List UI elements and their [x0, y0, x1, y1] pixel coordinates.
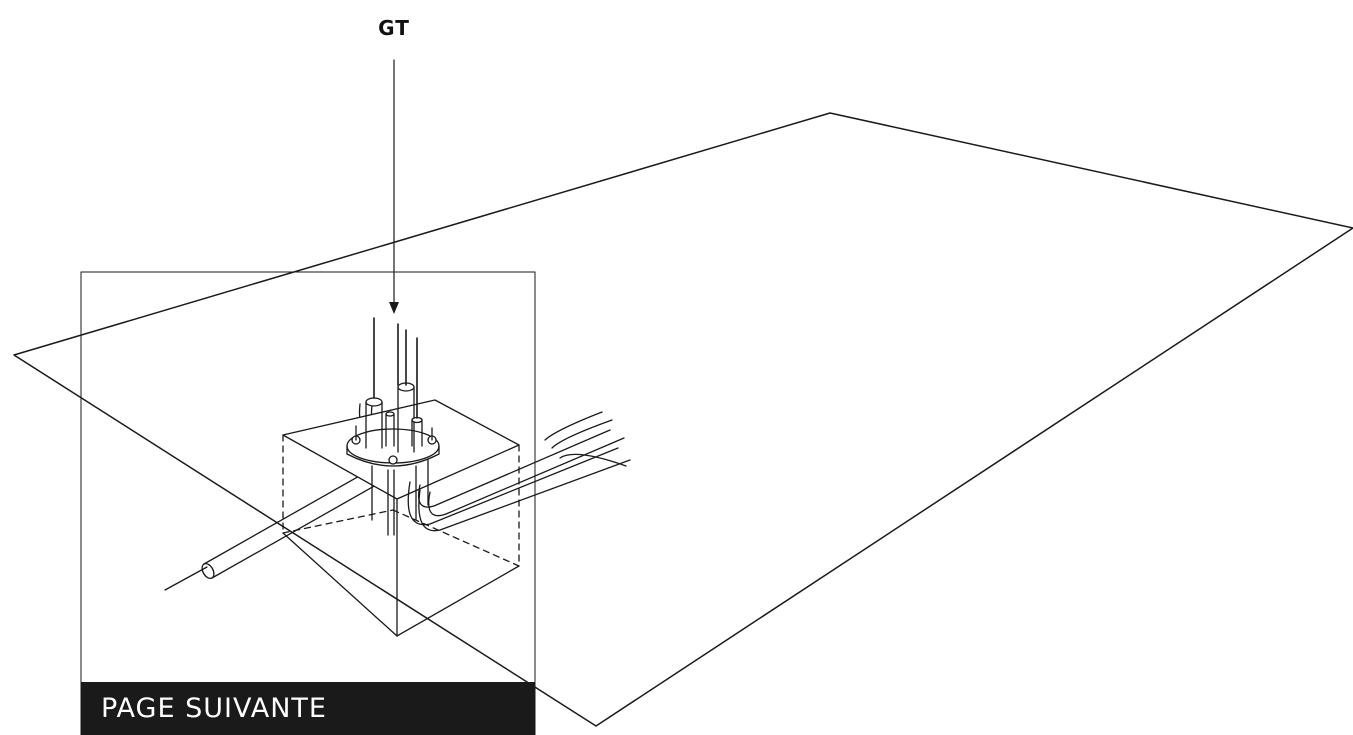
ground-plane: [13, 112, 1353, 727]
vertical-tubes: [365, 382, 423, 453]
flange-bolts: [351, 425, 437, 465]
grounding-rods: [373, 317, 418, 419]
arrow-down-icon: [389, 59, 399, 314]
callout-label-gt: GT: [378, 16, 410, 40]
ground-rod-assembly-icon: [346, 317, 440, 536]
detail-frame: [80, 271, 536, 735]
next-page-button[interactable]: PAGE SUIVANTE: [81, 682, 535, 735]
right-conduits: [407, 411, 631, 532]
